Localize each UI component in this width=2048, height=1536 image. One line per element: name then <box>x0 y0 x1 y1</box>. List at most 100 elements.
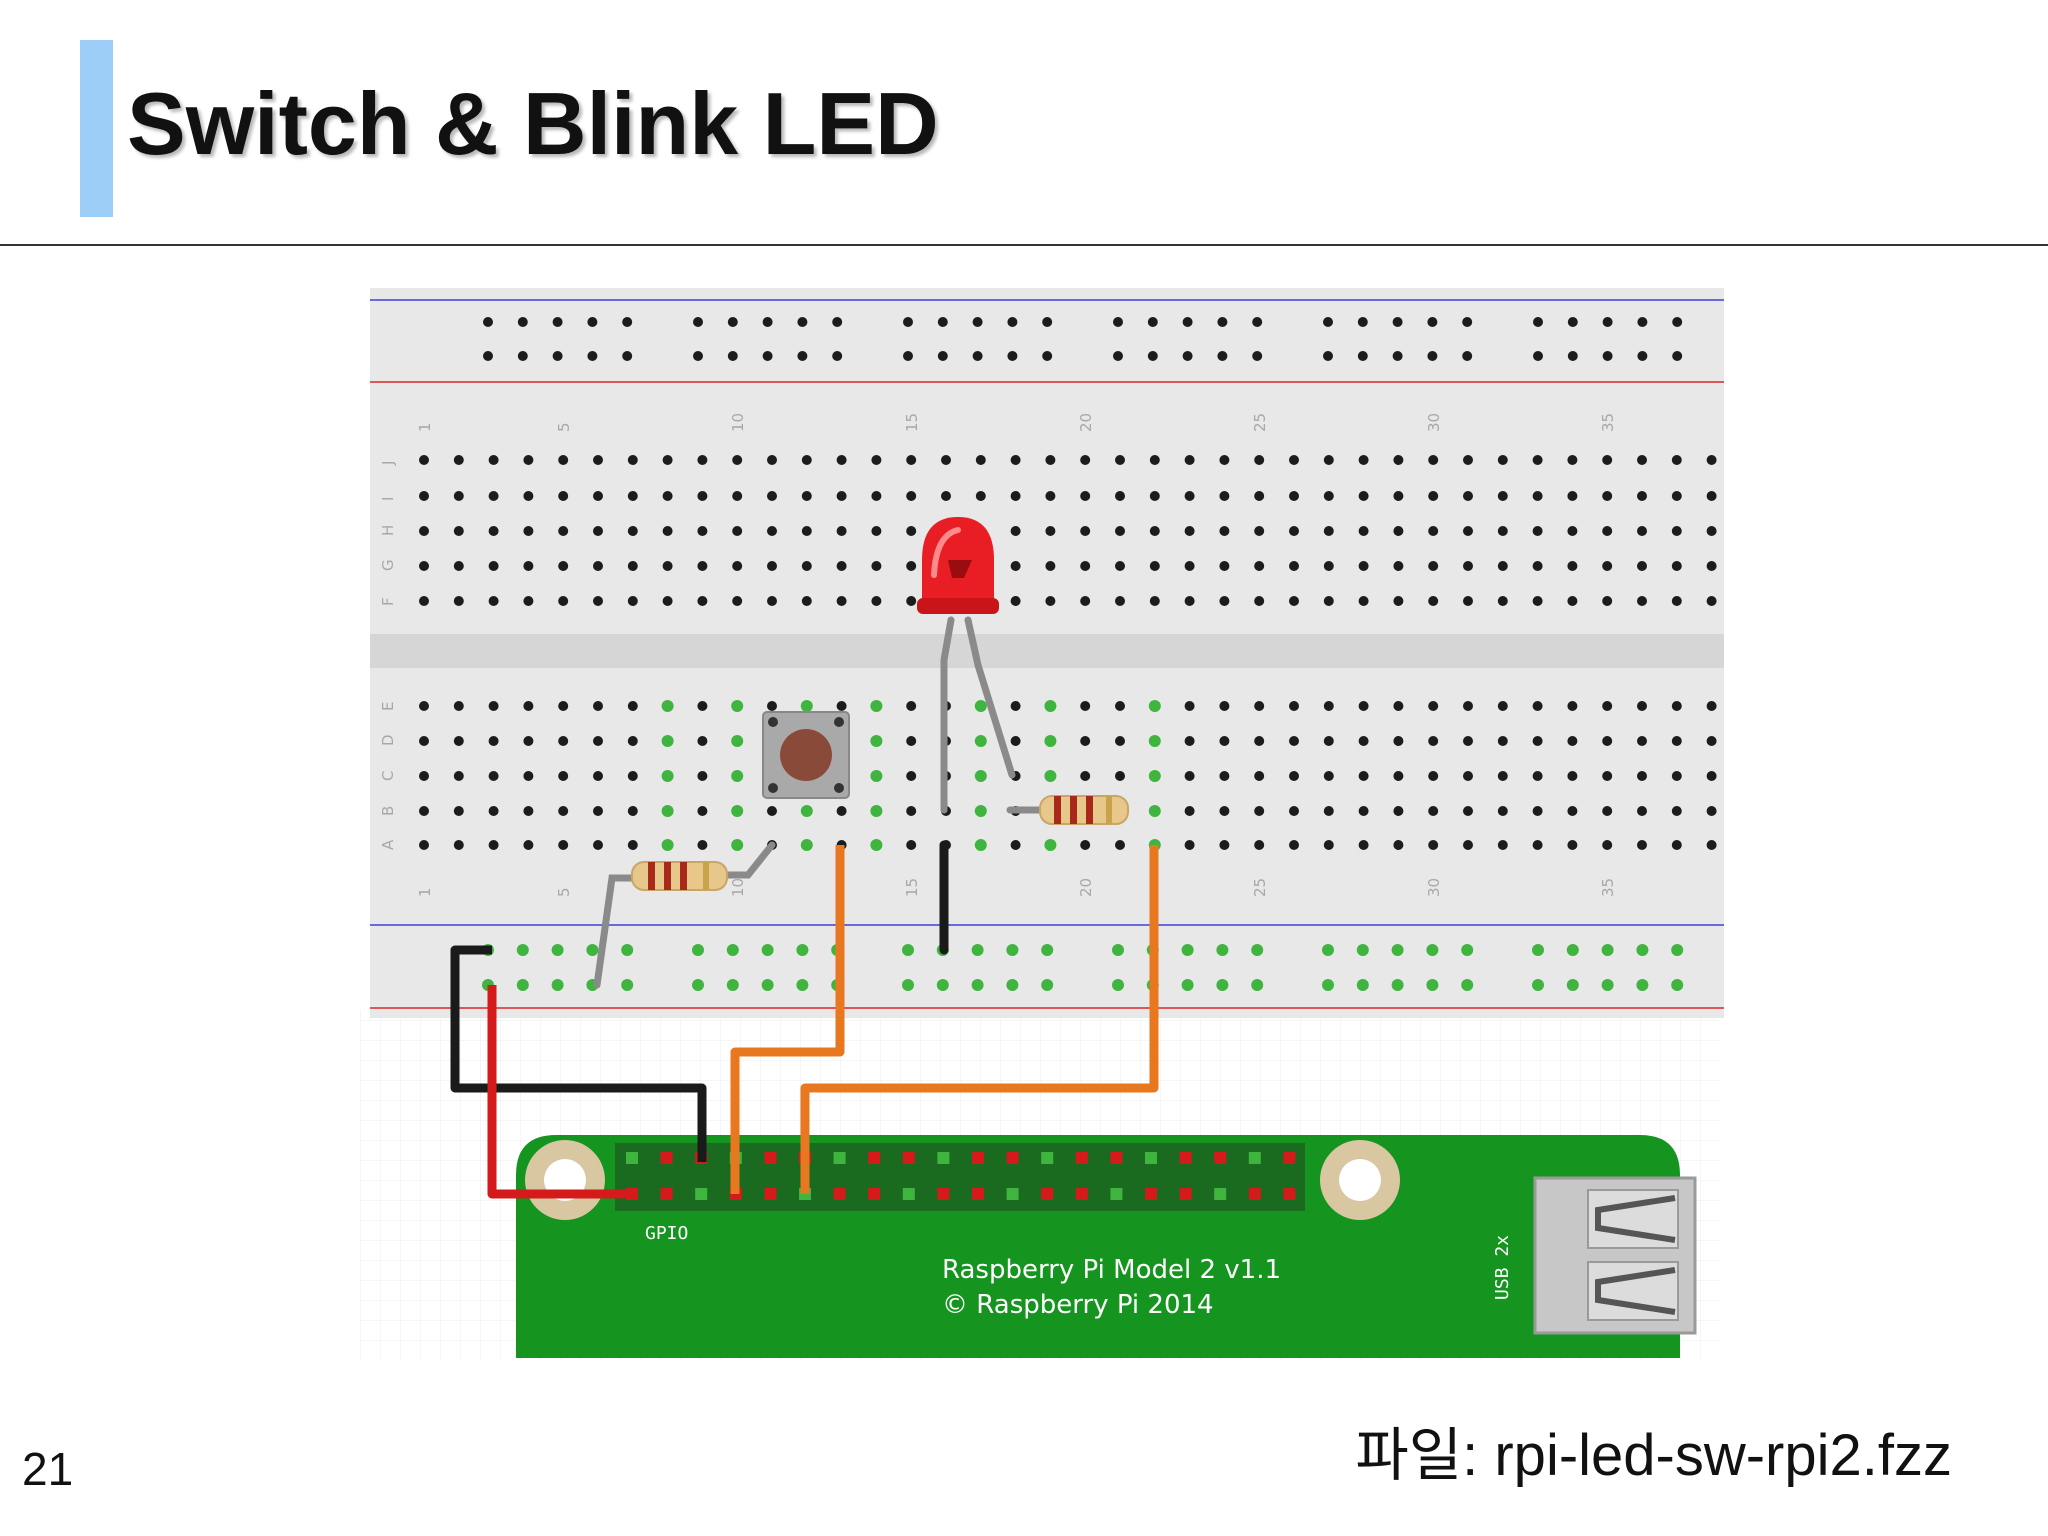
usb-contacts-top <box>1595 1195 1676 1243</box>
breadboard-hole <box>1010 455 1021 465</box>
wires <box>450 806 1159 1199</box>
breadboard-hole <box>1428 596 1439 606</box>
resistor-1-band <box>664 862 671 890</box>
gpio-pin <box>1179 1152 1192 1164</box>
breadboard-hole <box>1254 455 1265 465</box>
usb-contacts-bottom <box>1595 1267 1676 1315</box>
column-label: 10 <box>729 878 747 897</box>
breadboard-hole <box>419 771 429 781</box>
wire-orange-button-gpio <box>730 845 845 1194</box>
breadboard-hole <box>488 455 499 465</box>
breadboard-hole <box>975 491 986 501</box>
breadboard-hole <box>1532 771 1543 781</box>
breadboard-hole <box>767 561 777 571</box>
gpio-pin <box>902 1188 915 1200</box>
gpio-pin <box>1075 1188 1088 1200</box>
breadboard-hole <box>453 771 464 781</box>
pushbutton[interactable] <box>762 711 850 799</box>
breadboard-hole <box>1254 806 1265 816</box>
breadboard-hole <box>1497 701 1508 711</box>
breadboard-hole <box>1045 561 1056 571</box>
rail-hole <box>1637 317 1648 327</box>
breadboard-hole <box>732 561 743 571</box>
breadboard-hole <box>801 596 812 606</box>
rail-hole <box>622 317 633 327</box>
pushbutton-corner <box>834 717 844 727</box>
breadboard-hole <box>1706 596 1717 606</box>
breadboard-hole <box>1219 701 1230 711</box>
breadboard-hole <box>1289 840 1299 850</box>
breadboard-hole <box>1497 596 1508 606</box>
rail-hole <box>1671 944 1684 956</box>
rail-hole <box>516 944 529 956</box>
row-label: H <box>379 525 397 536</box>
breadboard-hole <box>1393 561 1404 571</box>
breadboard-hole <box>697 561 708 571</box>
breadboard-hole <box>1010 526 1021 536</box>
breadboard-hole <box>1532 526 1543 536</box>
breadboard-hole <box>836 701 847 711</box>
gpio-pin <box>660 1152 673 1164</box>
led-leg-anode <box>964 616 1016 779</box>
breadboard-hole <box>1602 561 1613 571</box>
breadboard-hole <box>1323 736 1334 746</box>
rail-hole <box>1007 317 1018 327</box>
breadboard-hole <box>1671 455 1682 465</box>
breadboard-hole <box>1080 596 1091 606</box>
breadboard-hole <box>1358 806 1369 816</box>
breadboard-hole <box>593 455 603 465</box>
breadboard-hole <box>1671 526 1682 536</box>
gpio-pin <box>972 1152 984 1164</box>
breadboard-hole <box>1184 736 1195 746</box>
breadboard-hole <box>1044 700 1057 712</box>
breadboard-hole <box>453 455 464 465</box>
breadboard-hole <box>1254 701 1265 711</box>
breadboard-hole <box>1010 840 1021 850</box>
breadboard-hole <box>1497 526 1508 536</box>
breadboard-hole <box>1671 840 1682 850</box>
breadboard-hole <box>1671 561 1682 571</box>
breadboard-hole <box>627 491 638 501</box>
rail-hole <box>903 351 913 361</box>
breadboard-hole <box>1080 561 1091 571</box>
rail-hole <box>903 317 913 327</box>
rail-hole <box>1462 351 1473 361</box>
breadboard-hole <box>1602 806 1613 816</box>
rail-hole <box>1637 351 1648 361</box>
breadboard-hole <box>1219 491 1230 501</box>
gpio-pin <box>937 1188 950 1200</box>
raspberry-pi-board: GPIO Raspberry Pi Model 2 v1.1 © Raspber… <box>516 1135 1697 1358</box>
rail-hole <box>761 979 774 991</box>
breadboard-hole <box>1358 771 1369 781</box>
board-model-text: Raspberry Pi Model 2 v1.1 <box>942 1255 1281 1285</box>
breadboard-hole <box>836 491 847 501</box>
breadboard-hole <box>1289 806 1299 816</box>
breadboard-hole <box>767 596 777 606</box>
rail-hole <box>1427 351 1438 361</box>
rail-hole <box>726 944 739 956</box>
rail-hole <box>1567 351 1578 361</box>
breadboard-hole <box>732 596 743 606</box>
gpio-pin <box>1145 1152 1157 1164</box>
breadboard-hole <box>1393 491 1404 501</box>
breadboard-hole <box>1045 455 1056 465</box>
row-label: J <box>379 461 397 466</box>
breadboard-hole <box>523 526 534 536</box>
breadboard-hole <box>593 491 603 501</box>
breadboard-hole <box>1184 771 1195 781</box>
breadboard-hole <box>697 701 708 711</box>
breadboard-hole <box>1532 491 1543 501</box>
breadboard-hole <box>593 840 603 850</box>
rail-hole <box>1251 979 1264 991</box>
breadboard-hole <box>593 526 603 536</box>
breadboard-hole <box>1323 596 1334 606</box>
rail-hole <box>1672 351 1683 361</box>
rail-hole <box>1113 351 1123 361</box>
rail-hole <box>1461 979 1474 991</box>
breadboard-hole <box>1532 701 1543 711</box>
rail-hole <box>1601 979 1614 991</box>
pushbutton-cap[interactable] <box>780 729 832 781</box>
breadboard-hole <box>1671 806 1682 816</box>
